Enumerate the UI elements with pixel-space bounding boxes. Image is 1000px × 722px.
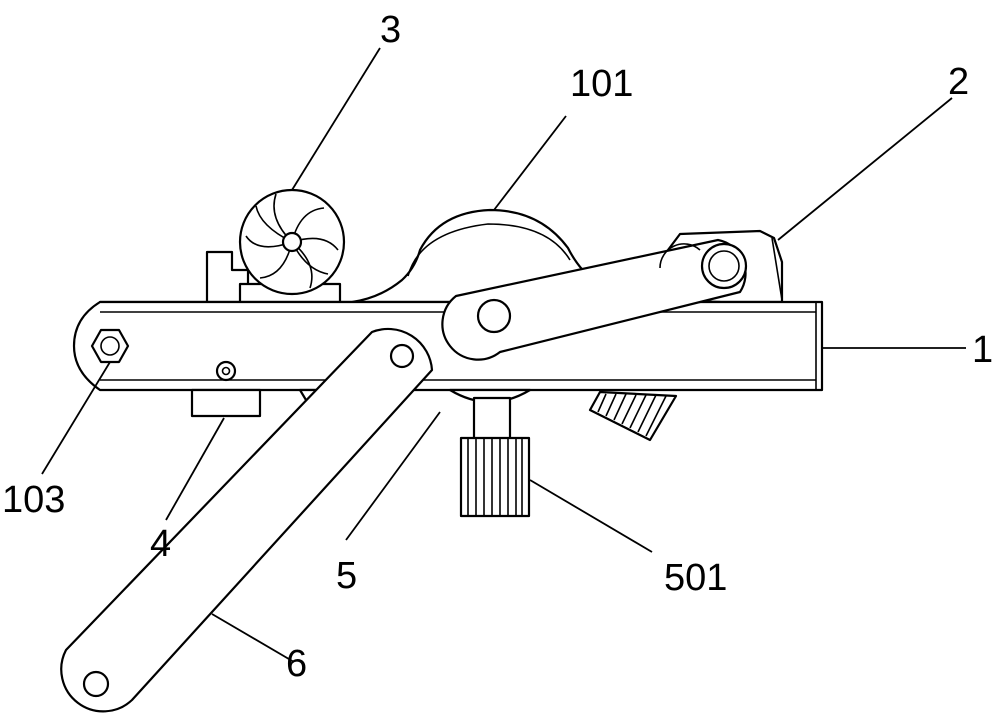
callout-labels: 1 2 3 101 103 4 5 501 6 [2, 9, 993, 685]
leader-101 [493, 115, 567, 211]
label-6: 6 [286, 643, 307, 685]
leader-4 [165, 417, 225, 521]
leader-3 [291, 47, 381, 191]
label-4: 4 [150, 523, 171, 565]
label-103: 103 [2, 479, 65, 521]
leader-6 [211, 613, 295, 663]
label-501: 501 [664, 557, 727, 599]
fan-part-3 [205, 188, 346, 304]
label-101: 101 [570, 63, 633, 105]
knurled-knob-part-501 [459, 436, 531, 518]
small-screw [215, 360, 237, 382]
label-1: 1 [972, 329, 993, 371]
leader-5 [345, 411, 441, 541]
hub-part-5 [448, 388, 532, 444]
label-2: 2 [948, 61, 969, 103]
lever-part-6 [60, 327, 434, 713]
label-3: 3 [380, 9, 401, 51]
hex-nut-part-103 [90, 328, 130, 364]
block-part-4 [190, 388, 262, 418]
leader-lines [41, 47, 966, 663]
leader-2 [777, 97, 953, 241]
leader-501 [529, 479, 653, 553]
upper-link-arm [441, 238, 748, 361]
angled-knurled-piece [588, 390, 678, 442]
leader-103 [41, 361, 111, 475]
label-5: 5 [336, 555, 357, 597]
